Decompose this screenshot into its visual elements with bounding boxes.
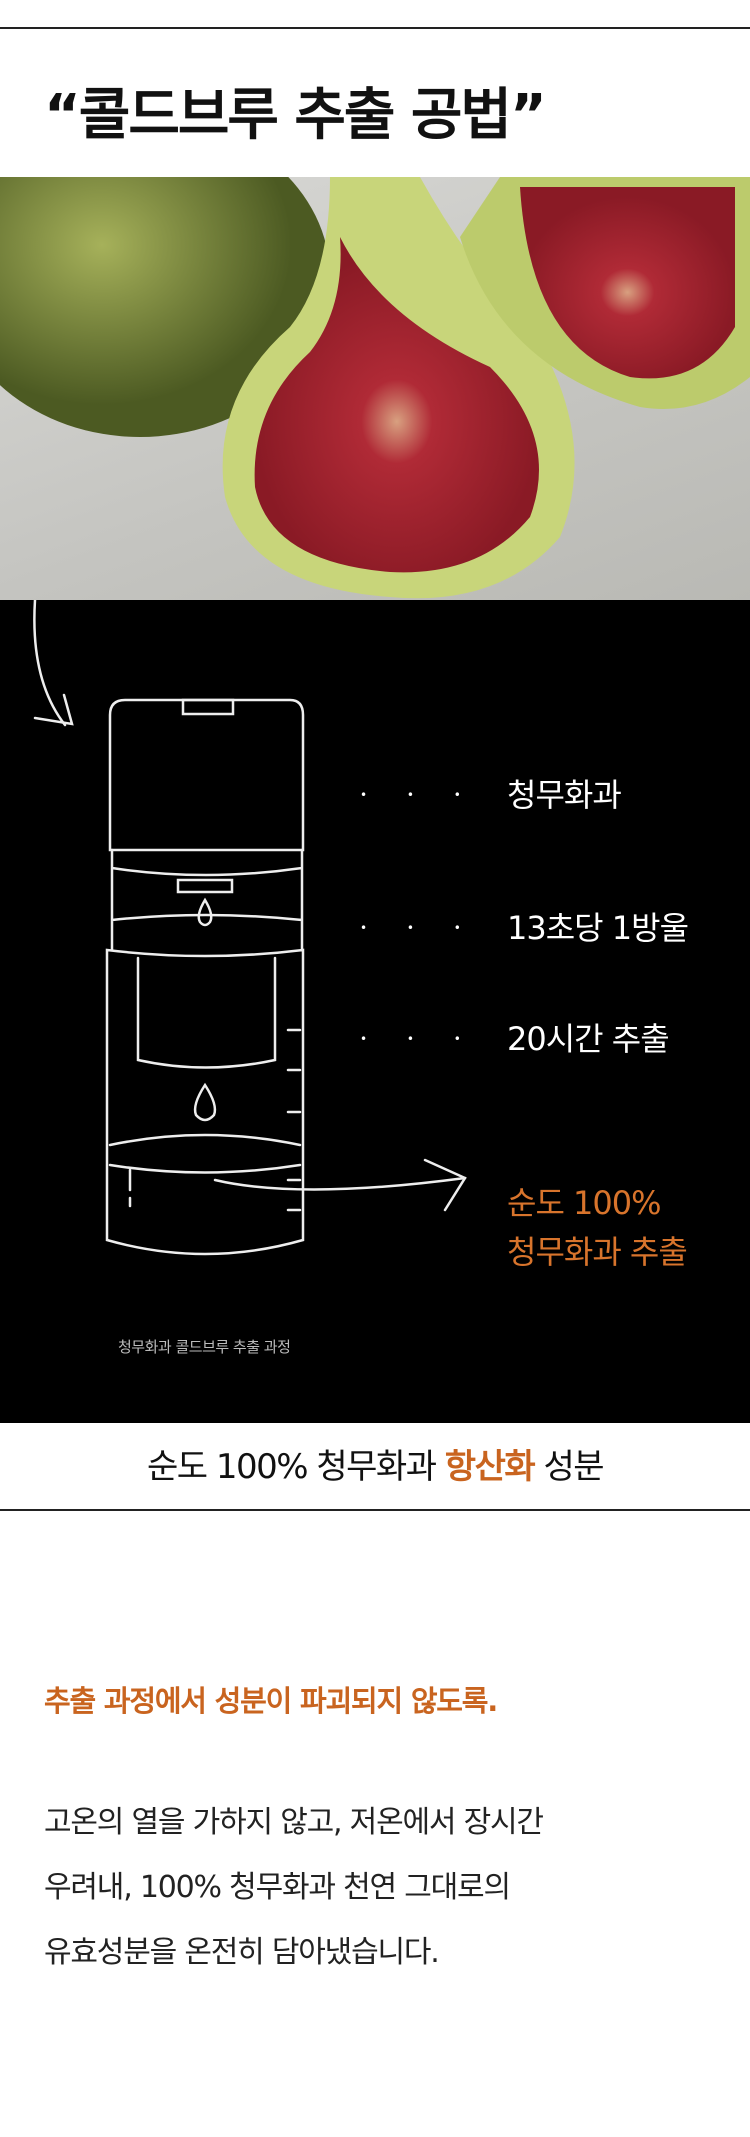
cold-brew-device-illustration [33,600,467,1256]
subtitle-band: 순도 100% 청무화과 항산화 성분 [0,1423,750,1511]
fig-photo [0,177,750,602]
result-purity: 순도 100% [507,1184,662,1222]
dots: • • • [360,1032,461,1046]
top-divider [0,27,750,29]
result-extract: 청무화과 추출 [507,1233,688,1271]
illustration-caption: 청무화과 콜드브루 추출 과정 [118,1338,291,1356]
subtitle-prefix: 순도 100% 청무화과 [146,1447,445,1487]
page-title: “콜드브루 추출 공법” [44,83,547,148]
step-fig: 청무화과 [507,776,622,814]
step-drip-rate: 13초당 1방울 [507,909,689,947]
curved-arrow-icon [33,600,67,727]
dots: • • • [360,921,461,935]
process-section: • • • 청무화과 • • • 13초당 1방울 • • • 20시간 추출 … [0,600,750,1423]
subtitle-suffix: 성분 [534,1447,604,1487]
step-extraction-time: 20시간 추출 [507,1020,670,1058]
dots: • • • [360,788,461,802]
subtitle-highlight: 항산화 [444,1447,536,1487]
result-arrow-icon [213,1176,467,1191]
description-line: 우려내, 100% 청무화과 천연 그대로의 [44,1870,511,1905]
description-body: 고온의 열을 가하지 않고, 저온에서 장시간 우려내, 100% 청무화과 천… [44,1790,544,1985]
description-line: 고온의 열을 가하지 않고, 저온에서 장시간 [44,1805,544,1840]
description-line: 유효성분을 온전히 담아냈습니다. [44,1935,440,1970]
description-heading: 추출 과정에서 성분이 파괴되지 않도록. [44,1684,498,1718]
